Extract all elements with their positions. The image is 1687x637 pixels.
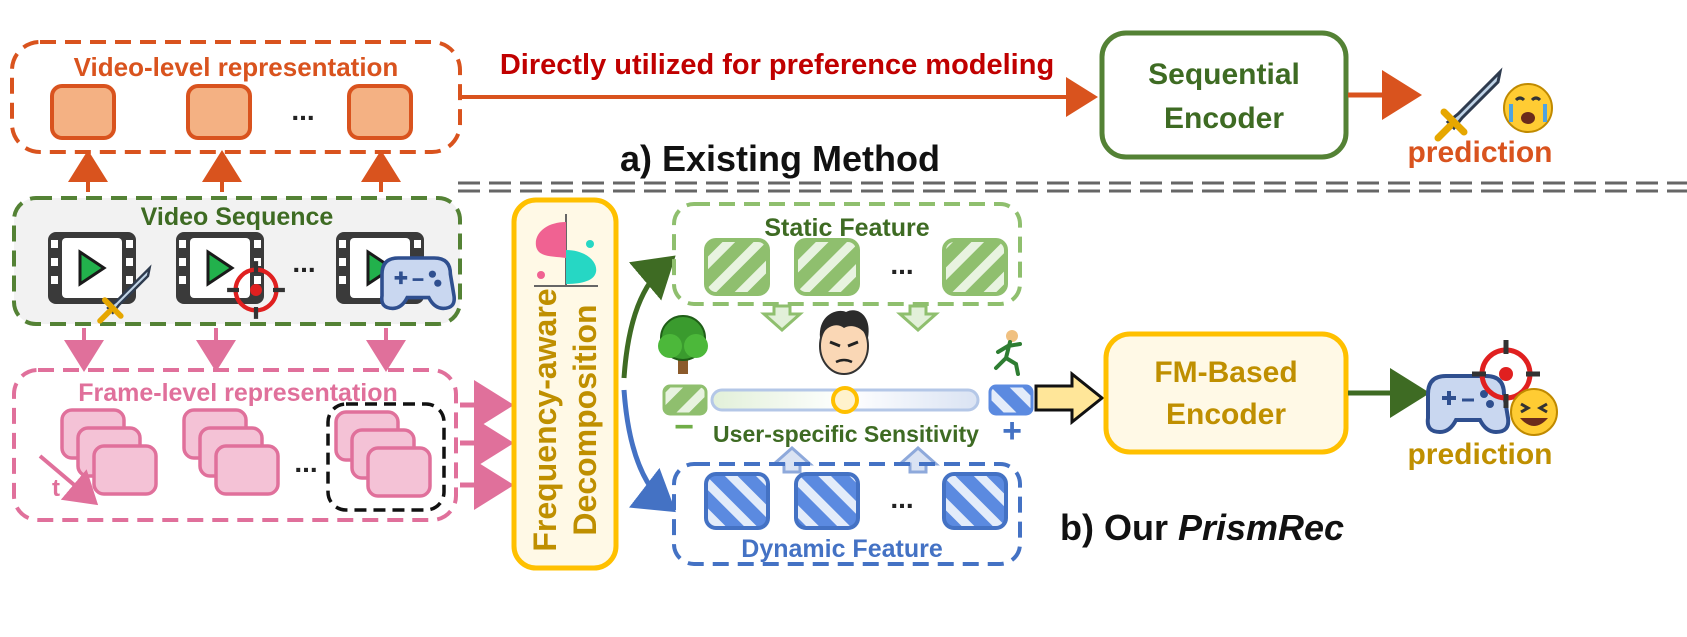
to-static-arrow bbox=[621, 255, 676, 379]
dynamic-up-arrow-2 bbox=[896, 445, 940, 474]
ours-prediction-label: prediction bbox=[1407, 438, 1552, 471]
plus-sign: + bbox=[1002, 412, 1022, 450]
laughing-face-icon bbox=[1510, 388, 1558, 436]
existing-prediction-label: prediction bbox=[1407, 136, 1552, 169]
decomposition-line2: Decomposition bbox=[567, 304, 603, 535]
video-level-label: Video-level representation bbox=[74, 52, 399, 82]
crying-face-icon bbox=[1503, 83, 1553, 133]
frame-level-box bbox=[12, 368, 458, 522]
dynamic-feature-label: Dynamic Feature bbox=[741, 535, 943, 563]
dynamic-embedding-3 bbox=[942, 472, 1008, 530]
to-fm-encoder-arrow bbox=[1034, 370, 1105, 426]
static-down-arrow-2 bbox=[896, 304, 940, 333]
dynamic-weight-block bbox=[988, 384, 1034, 416]
dynamic-embedding-2 bbox=[794, 472, 860, 530]
existing-method-title: a) Existing Method bbox=[620, 138, 940, 179]
fm-encoder-line1: FM-Based bbox=[1154, 356, 1297, 389]
direct-label: Directly utilized for preference modelin… bbox=[500, 49, 1054, 81]
dynamic-up-arrow-1 bbox=[770, 445, 814, 474]
video-embedding-1 bbox=[50, 84, 116, 140]
frame-stack-1 bbox=[60, 408, 158, 496]
frame-ellipsis: ... bbox=[294, 447, 317, 478]
gamepad-icon bbox=[1425, 374, 1511, 434]
decomposition-box bbox=[511, 197, 619, 571]
time-arrow bbox=[38, 454, 99, 506]
dynamic-feature-box bbox=[672, 462, 1022, 566]
static-down-arrow-1 bbox=[760, 304, 804, 333]
static-embedding-3 bbox=[942, 238, 1008, 296]
static-feature-box bbox=[672, 202, 1022, 306]
video-sequence-label: Video Sequence bbox=[141, 203, 334, 231]
video-embedding-3 bbox=[347, 84, 413, 140]
video-embedding-2 bbox=[186, 84, 252, 140]
static-embedding-1 bbox=[704, 238, 770, 296]
dynamic-embedding-1 bbox=[704, 472, 770, 530]
sensitivity-label: User-specific Sensitivity bbox=[713, 421, 979, 447]
frame-stack-3 bbox=[334, 410, 432, 498]
frequency-chart-icon bbox=[534, 214, 598, 287]
ours-method-title-name: PrismRec bbox=[1178, 507, 1344, 548]
frame-stack-2 bbox=[182, 408, 280, 496]
play-film-icon-2 bbox=[174, 230, 266, 306]
sword-icon bbox=[1438, 72, 1500, 138]
fm-encoder-line2: Encoder bbox=[1166, 398, 1286, 431]
ours-method-title: b) Our PrismRec bbox=[1060, 507, 1344, 548]
minus-sign: − bbox=[674, 408, 694, 446]
video-ellipsis: ... bbox=[291, 95, 314, 126]
sensitivity-slider-knob[interactable] bbox=[831, 386, 859, 414]
sequential-encoder-line2: Encoder bbox=[1164, 102, 1284, 135]
static-feature-label: Static Feature bbox=[764, 214, 929, 242]
dynamic-ellipsis: ... bbox=[890, 483, 913, 514]
decomposition-line1: Frequency-aware bbox=[527, 288, 563, 551]
static-embedding-2 bbox=[794, 238, 860, 296]
fm-encoder-box bbox=[1103, 331, 1349, 455]
time-label: t bbox=[52, 475, 60, 502]
runner-icon bbox=[994, 330, 1022, 376]
frame-stack-highlight bbox=[326, 402, 446, 512]
tree-icon bbox=[658, 315, 708, 374]
static-weight-block bbox=[662, 384, 708, 416]
user-face-icon bbox=[819, 310, 869, 375]
sequential-encoder-box bbox=[1099, 30, 1349, 160]
ours-method-title-prefix: b) Our bbox=[1060, 507, 1178, 548]
to-dynamic-arrow bbox=[621, 389, 676, 513]
static-ellipsis: ... bbox=[890, 249, 913, 280]
sequence-ellipsis: ... bbox=[292, 247, 315, 278]
sequential-encoder-line1: Sequential bbox=[1148, 58, 1300, 91]
